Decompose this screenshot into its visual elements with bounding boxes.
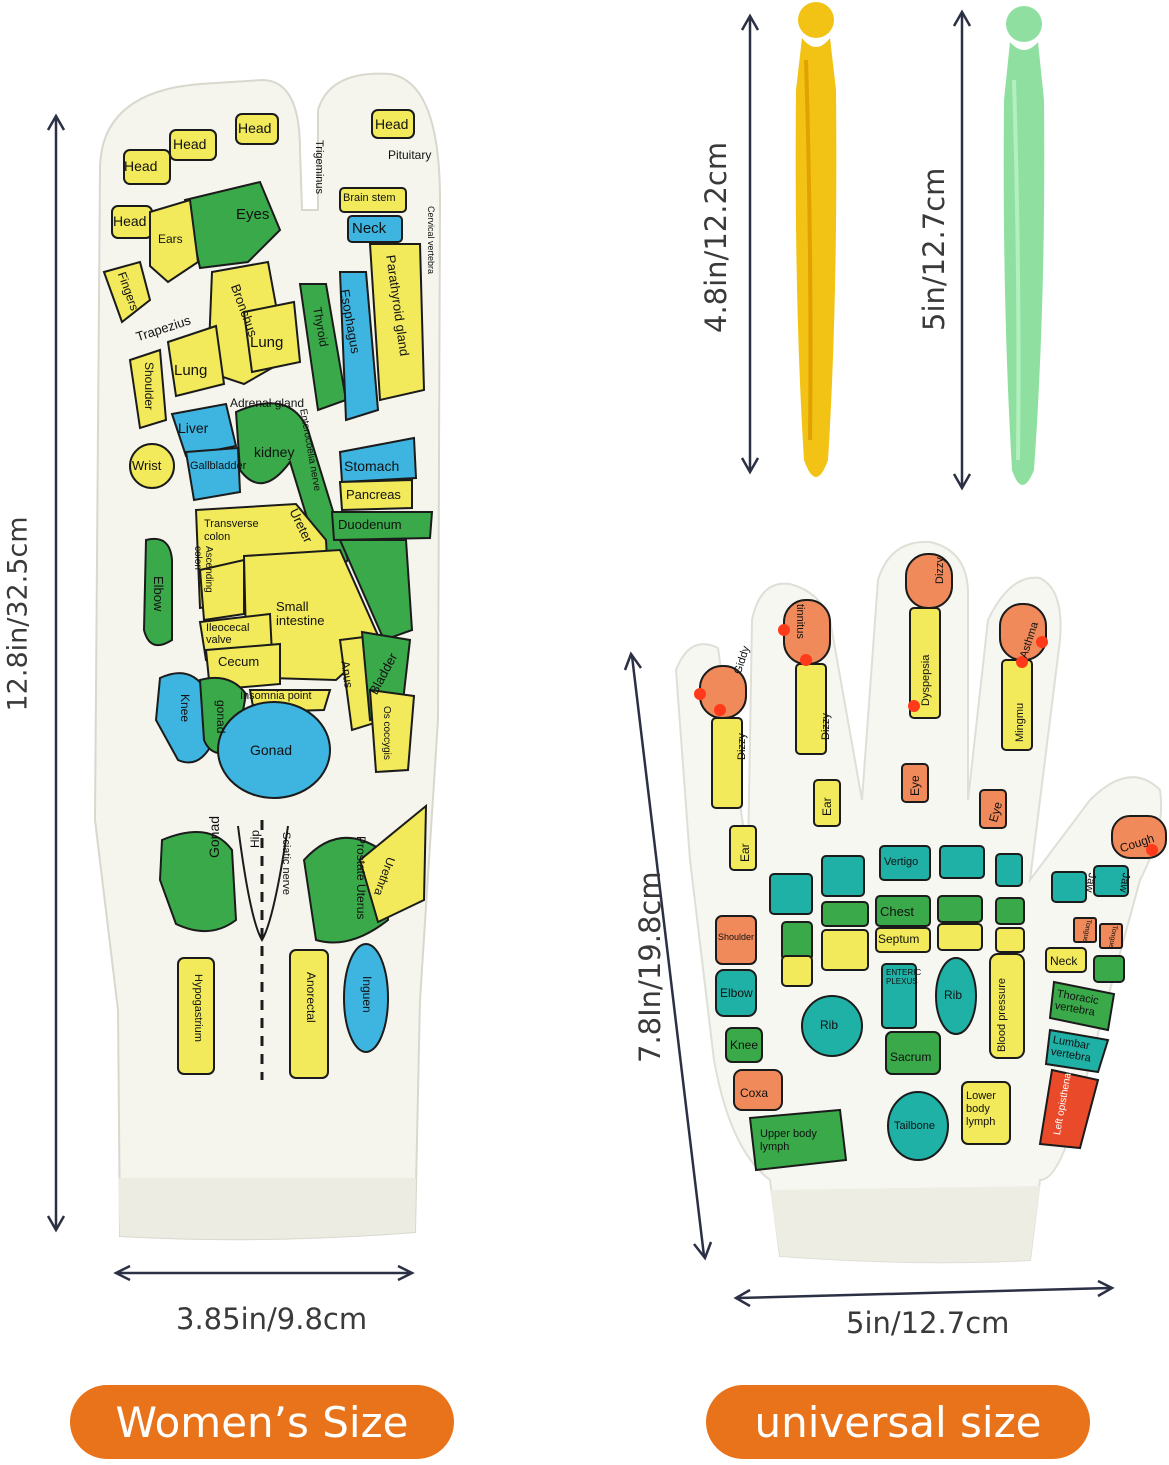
glove-zone-chest: Chest	[880, 904, 914, 919]
glove-zone-coxa: Coxa	[740, 1086, 769, 1100]
glove-zone-dizzy-2: Dizzy	[820, 713, 832, 740]
zone-duodenum: Duodenum	[338, 517, 402, 532]
zone-gonad-2: Gonad	[250, 742, 293, 758]
glove-zone-ear-1: Ear	[738, 843, 752, 862]
zone-eyes: Eyes	[236, 206, 270, 223]
zone-ears: Ears	[158, 232, 183, 246]
sock-width-label: 3.85in/9.8cm	[176, 1302, 368, 1336]
zone-cecum: Cecum	[218, 654, 260, 669]
glove-zone-ear-2: Ear	[820, 797, 834, 816]
zone-shoulder: Shoulder	[142, 362, 156, 411]
glove-zone-upper-lymph: Upper body lymph	[760, 1128, 817, 1153]
zone-ascending-colon: Ascending colon	[192, 546, 214, 593]
zone-gonad-1: gonad	[214, 700, 228, 734]
zone-lung-1: Lung	[174, 362, 208, 379]
zone-coccyx: Os coccygis	[381, 706, 392, 760]
zone-stomach: Stomach	[344, 458, 400, 474]
zone-head-4: Head	[113, 213, 147, 229]
zone-trigeminus: Trigeminus	[313, 140, 325, 194]
zone-elbow: Elbow	[151, 576, 166, 612]
zone-lung-2: Lung	[250, 334, 284, 351]
zone-pituitary: Pituitary	[388, 148, 432, 162]
zone-gallbladder: Gallbladder	[190, 460, 247, 472]
yellow-tool-dimension	[740, 13, 760, 475]
sciatic-line	[237, 820, 289, 1080]
zone-adrenal: Adrenal gland	[230, 396, 305, 410]
glove-zone-lower-lymph: Lower body lymph	[966, 1090, 996, 1128]
zone-gonad-3: Gonad	[206, 815, 222, 858]
glove-zone-rib-1: Rib	[820, 1018, 839, 1032]
sock-height-dimension	[46, 113, 66, 1233]
sock-cuff	[118, 1178, 416, 1240]
zone-head-5: Head	[375, 116, 409, 132]
glove-zone-tinnitus: tinnitus	[794, 604, 806, 639]
glove-width-label: 5in/12.7cm	[846, 1306, 1010, 1340]
glove-zone-shoulder: Shoulder	[718, 932, 755, 942]
glove-zone-septum: Septum	[878, 932, 920, 946]
green-tool-label: 5in/12.7cm	[917, 167, 951, 331]
universal-size-button[interactable]: universal size	[706, 1385, 1090, 1459]
glove-zone-vertigo: Vertigo	[884, 856, 919, 868]
zone-transverse-colon: Transverse colon	[204, 518, 259, 543]
zone-head-1: Head	[124, 158, 158, 174]
sock-height-label: 12.8in/32.5cm	[2, 516, 34, 712]
zone-brain-stem: Brain stem	[343, 192, 396, 204]
zone-neck: Neck	[352, 220, 387, 237]
zone-cervical: Cervical vertebra	[426, 206, 436, 275]
glove-acupoints	[694, 624, 1158, 856]
glove-zone-blood: Blood pressure	[996, 978, 1008, 1052]
green-massage-stick	[1003, 6, 1045, 485]
zone-small-intestine: Small intestine	[276, 599, 325, 628]
zone-kidney: kidney	[254, 444, 295, 460]
zone-head-2: Head	[173, 136, 207, 152]
glove-zone-neck: Neck	[1050, 954, 1078, 968]
yellow-massage-stick	[795, 2, 837, 477]
sock-zones	[102, 109, 434, 1079]
glove-zone-dizzy-3: Dizzy	[934, 557, 946, 584]
green-tool-dimension	[952, 9, 972, 491]
zone-ileocecal: Ileocecal valve	[206, 622, 250, 646]
yellow-tool-label: 4.8in/12.2cm	[699, 141, 733, 333]
zone-inguen: Inguen	[360, 976, 374, 1013]
zone-sciatic: Sciatic nerve	[280, 832, 292, 895]
zone-prostate: Prostate Uterus	[354, 836, 368, 920]
zone-head-3: Head	[238, 120, 272, 136]
glove-zone-dyspepsia: Dyspepsia	[920, 654, 932, 706]
zone-pancreas: Pancreas	[346, 487, 401, 502]
zone-wrist: Wrist	[132, 458, 162, 473]
zone-anorectal: Anorectal	[304, 972, 318, 1023]
glove-zone-dizzy-1: Dizzy	[736, 733, 748, 760]
zone-hip: Hip	[248, 829, 262, 848]
glove-zone-tailbone: Tailbone	[894, 1120, 935, 1132]
zone-insomnia: Insomnia point	[240, 690, 312, 702]
zone-hypogastrium: Hypogastrium	[192, 974, 204, 1042]
glove-zone-mingmu: Mingmu	[1014, 702, 1026, 742]
glove-zone-elbow: Elbow	[720, 986, 753, 1000]
zone-liver: Liver	[178, 420, 209, 436]
glove-zone-sacrum: Sacrum	[890, 1050, 932, 1064]
glove-width-dimension	[733, 1279, 1115, 1308]
glove-height-label: 7.8In/19.8cm	[633, 871, 667, 1063]
glove-zone-knee: Knee	[730, 1038, 759, 1052]
glove-cuff	[770, 1186, 1040, 1263]
zone-knee: Knee	[178, 694, 192, 723]
glove-zones	[699, 553, 1167, 1172]
glove-zone-rib-2: Rib	[944, 988, 963, 1002]
womens-size-button[interactable]: Women’s Size	[70, 1385, 454, 1459]
glove-zone-eye-1: Eye	[908, 775, 922, 796]
sock-width-dimension	[113, 1264, 415, 1282]
glove-height-dimension	[623, 651, 713, 1261]
glove-zone-enteric: ENTERIC PLEXUS	[886, 968, 922, 986]
